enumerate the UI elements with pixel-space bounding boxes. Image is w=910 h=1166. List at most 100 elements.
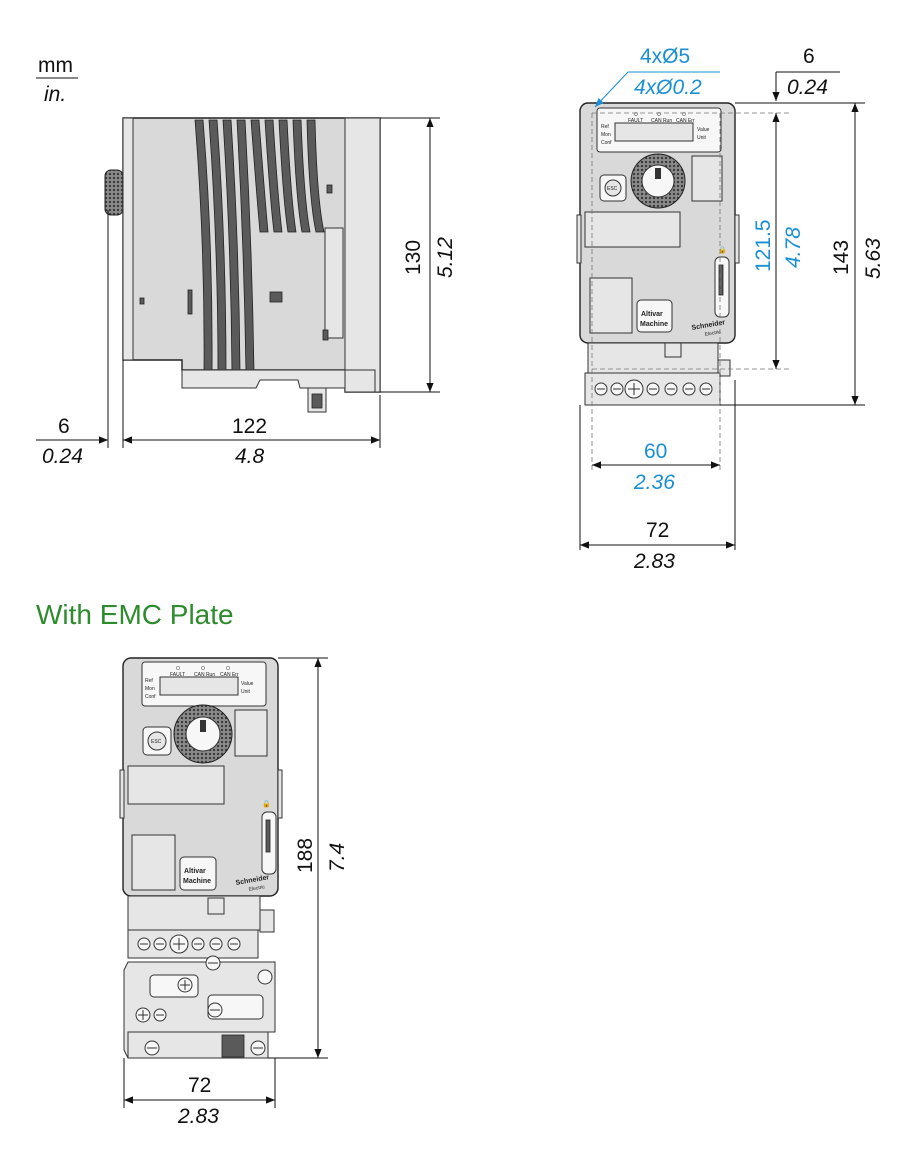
front-jog-marker — [655, 168, 661, 179]
front-brand-line2: Electric — [704, 329, 722, 338]
emc-side-window — [234, 709, 268, 757]
emc-label-can-run: CAN Run — [194, 672, 215, 678]
dim-72-front-mm: 72 — [646, 519, 669, 542]
side-rear-foot — [344, 369, 376, 393]
side-terminal-screw — [311, 393, 323, 409]
units-legend: mm in. — [36, 54, 78, 106]
front-jog-center — [641, 164, 675, 198]
front-dimensions: 4xØ5 4xØ0.2 6 0.24 121.5 4.78 143 5.63 6… — [579, 45, 885, 573]
side-vent-fins — [194, 119, 325, 373]
emc-plate-screws — [135, 955, 266, 1056]
dim-72-emc-mm: 72 — [188, 1074, 211, 1097]
front-right-tab — [734, 214, 740, 264]
emc-product-line1: Altivar — [184, 868, 206, 875]
emc-label-can-err: CAN Err — [220, 672, 239, 678]
emc-latch — [207, 897, 225, 915]
dim-130-mm: 130 — [402, 240, 425, 275]
side-front-edge — [122, 117, 134, 361]
front-slider-knob — [718, 264, 724, 296]
emc-section-title: With EMC Plate — [36, 599, 234, 630]
emc-jog-center — [185, 716, 221, 752]
front-view: FAULT CAN Run CAN Err Ref Mon Conf Value… — [576, 102, 740, 406]
dim-143-in: 5.63 — [862, 238, 885, 279]
dim-6-side-in: 0.24 — [42, 445, 83, 468]
front-label-can-err: CAN Err — [676, 118, 695, 124]
units-in: in. — [44, 83, 66, 106]
dim-60-mm: 60 — [644, 440, 667, 463]
emc-terminals — [137, 934, 241, 954]
emc-slider-knob — [265, 819, 271, 853]
emc-label-mon: Mon — [145, 686, 155, 692]
emc-view: FAULT CAN Run CAN Err Ref Mon Conf Value… — [119, 657, 283, 1059]
dim-143-mm: 143 — [830, 240, 853, 275]
emc-brand-line2: Electric — [248, 884, 266, 893]
emc-plate-clamp — [221, 1034, 245, 1058]
emc-esc-label: ESC — [151, 739, 162, 745]
side-panel-detail — [324, 227, 344, 339]
emc-plate-hole — [257, 969, 273, 985]
side-slot — [269, 291, 283, 303]
dim-121-5-mm: 121.5 — [752, 219, 775, 272]
front-lock-icon: 🔒 — [718, 246, 727, 254]
emc-mid-plate — [127, 765, 225, 805]
side-dimensions: 122 4.8 6 0.24 130 5.12 — [36, 117, 457, 468]
emc-label-unit: Unit — [241, 689, 251, 695]
front-label-conf: Conf — [601, 140, 612, 146]
dim-188-in: 7.4 — [326, 843, 349, 872]
emc-led-err — [226, 666, 230, 670]
front-product-line2: Machine — [640, 321, 668, 328]
emc-led-run — [201, 666, 205, 670]
dim-130-in: 5.12 — [434, 237, 457, 278]
side-clip-bottom — [322, 329, 329, 341]
emc-lower-block — [127, 895, 261, 931]
emc-label-conf: Conf — [145, 694, 156, 700]
side-mark — [139, 297, 145, 305]
front-label-value: Value — [697, 127, 710, 133]
front-product-badge — [636, 299, 673, 333]
front-label-mon: Mon — [601, 132, 611, 138]
units-mm: mm — [38, 54, 73, 77]
emc-product-line2: Machine — [183, 878, 211, 885]
front-esc-cap — [604, 179, 622, 197]
front-latch — [664, 342, 682, 358]
front-terminals — [594, 379, 713, 399]
front-lcd — [614, 122, 694, 142]
front-right-foot — [717, 359, 731, 377]
dim-121-5-in: 4.78 — [782, 227, 805, 268]
emc-jog-marker — [200, 720, 206, 732]
dim-holes-in: 4xØ0.2 — [634, 76, 702, 99]
dim-188-mm: 188 — [294, 838, 317, 873]
side-view — [104, 117, 381, 413]
front-mid-plate — [584, 211, 681, 248]
emc-esc-cap — [147, 731, 167, 751]
emc-right-tab — [277, 769, 283, 819]
side-rail — [181, 369, 346, 389]
front-label-ref: Ref — [601, 124, 609, 130]
front-product-line1: Altivar — [641, 311, 663, 318]
emc-blank-panel — [131, 834, 176, 891]
dim-60-in: 2.36 — [633, 471, 675, 494]
side-clip-top — [326, 184, 333, 194]
emc-right-foot — [259, 909, 275, 933]
emc-label-ref: Ref — [145, 678, 153, 684]
front-esc-label: ESC — [607, 186, 618, 192]
dim-6-top-in: 0.24 — [787, 76, 828, 99]
front-left-tab — [576, 214, 582, 264]
emc-label-fault: FAULT — [170, 672, 185, 678]
dim-6-side-mm: 6 — [58, 415, 70, 438]
hole-leader — [594, 71, 629, 108]
front-side-window — [691, 155, 723, 202]
dim-6-top-mm: 6 — [803, 45, 815, 68]
front-blank-panel — [589, 277, 633, 334]
dim-holes-mm: 4xØ5 — [640, 45, 690, 68]
side-knob — [104, 169, 124, 216]
side-rear-block — [344, 117, 381, 393]
side-tab — [187, 289, 193, 315]
emc-lock-icon: 🔒 — [262, 800, 271, 808]
dim-72-emc-in: 2.83 — [177, 1105, 219, 1128]
emc-label-value: Value — [241, 681, 254, 687]
front-lower-block — [587, 342, 719, 374]
emc-lcd — [159, 676, 239, 696]
front-label-fault: FAULT — [628, 118, 643, 124]
